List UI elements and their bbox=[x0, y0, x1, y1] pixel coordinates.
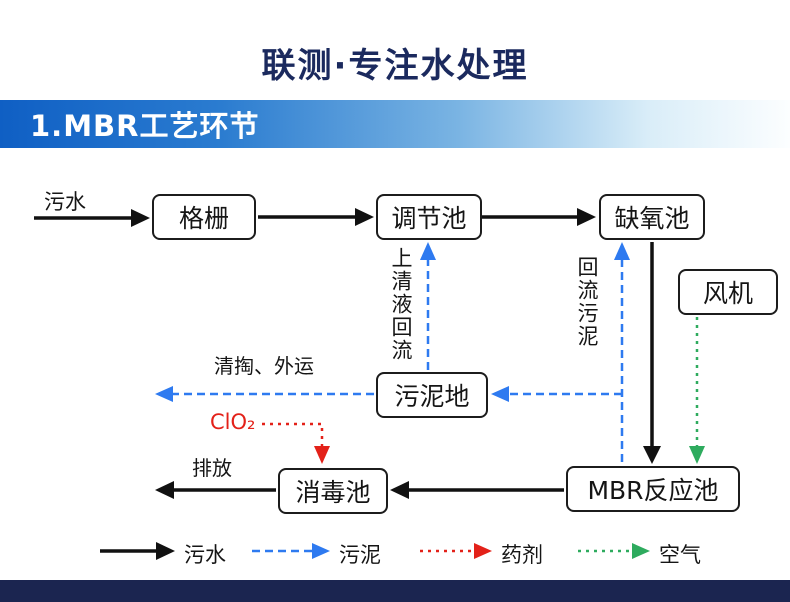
arrow-sludge-branch bbox=[491, 386, 622, 402]
label-cleanout: 清掏、外运 bbox=[214, 354, 314, 378]
arrow-sludge-return bbox=[614, 242, 630, 462]
arrow-supernatant-return bbox=[420, 242, 436, 370]
label-sludge-return: 回流污泥 bbox=[575, 256, 599, 348]
legend-label-sewage: 污水 bbox=[184, 543, 226, 567]
label-sewage-inlet: 污水 bbox=[44, 190, 86, 214]
node-mbr-tank: MBR反应池 bbox=[566, 466, 740, 512]
legend-label-sludge: 污泥 bbox=[339, 543, 381, 567]
arrow-grating-to-regulating bbox=[258, 208, 374, 226]
node-disinfection-tank: 消毒池 bbox=[278, 468, 388, 514]
arrow-mbr-to-disinfection bbox=[390, 481, 564, 499]
node-fan: 风机 bbox=[678, 269, 778, 315]
footer-bar bbox=[0, 580, 790, 602]
node-regulating-tank: 调节池 bbox=[376, 194, 482, 240]
arrow-anoxic-to-mbr bbox=[643, 242, 661, 464]
arrow-regulating-to-anoxic bbox=[482, 208, 596, 226]
arrow-sludge-cleanout bbox=[155, 386, 374, 402]
section-banner: 1.MBR工艺环节 bbox=[0, 100, 790, 148]
label-discharge: 排放 bbox=[192, 456, 232, 480]
legend-arrow-air bbox=[578, 543, 650, 559]
legend-arrow-sewage bbox=[100, 542, 175, 560]
node-sludge-pool: 污泥地 bbox=[376, 372, 488, 418]
legend-label-chemical: 药剂 bbox=[501, 543, 543, 567]
label-clo2: ClO₂ bbox=[210, 410, 256, 434]
section-banner-text: 1.MBR工艺环节 bbox=[30, 109, 260, 143]
legend-arrow-sludge bbox=[252, 543, 330, 559]
arrow-air-supply bbox=[689, 317, 705, 464]
node-anoxic-tank: 缺氧池 bbox=[599, 194, 705, 240]
arrow-clo2-dosing bbox=[262, 422, 330, 464]
legend-label-air: 空气 bbox=[659, 543, 701, 567]
label-supernatant-return: 上清液回流 bbox=[389, 247, 413, 362]
page-title: 联测·专注水处理 bbox=[261, 46, 529, 86]
legend-arrow-chemical bbox=[420, 543, 492, 559]
node-grating: 格栅 bbox=[152, 194, 256, 240]
arrow-discharge bbox=[155, 481, 276, 499]
